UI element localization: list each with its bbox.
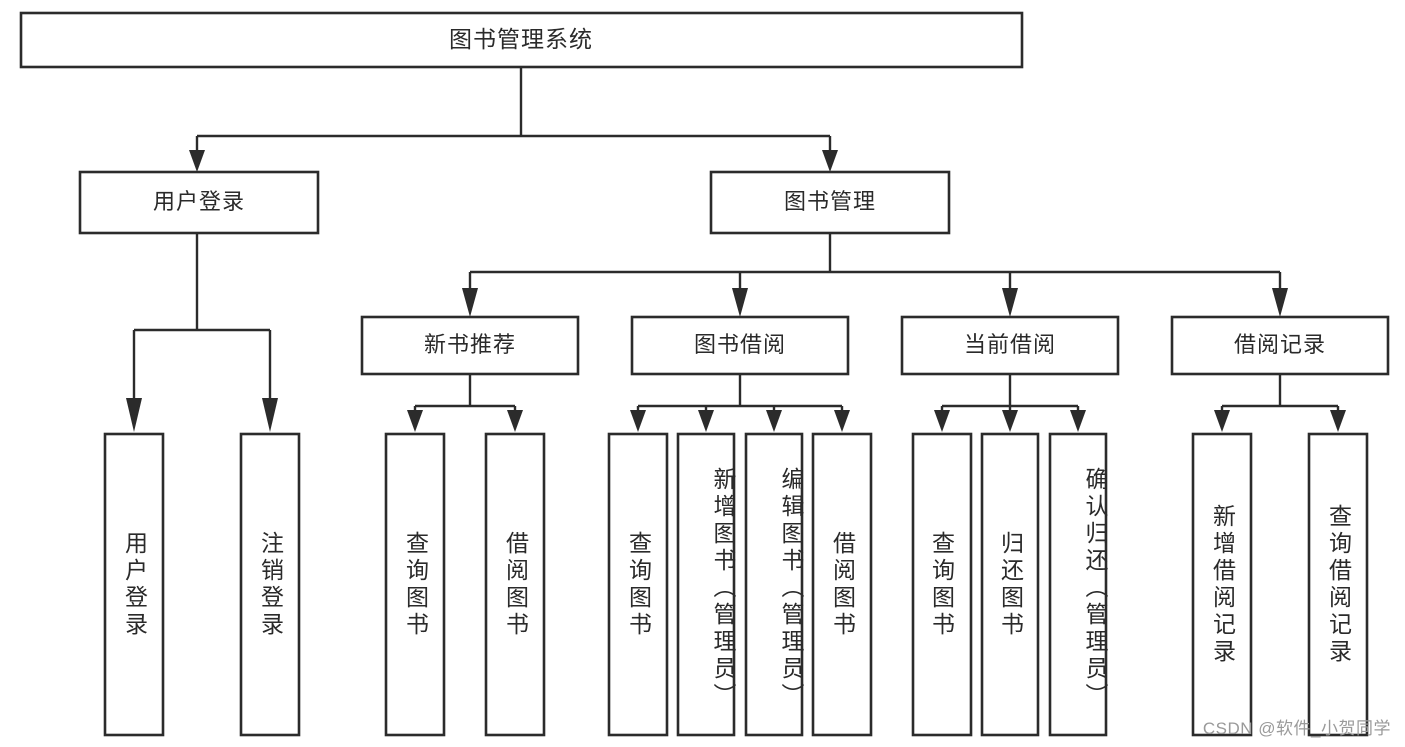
arrow-leaf-logout-login-icon — [262, 398, 278, 432]
node-leaf-confirm-return-box[interactable] — [1048, 432, 1108, 737]
node-book-management-box[interactable] — [709, 170, 951, 235]
node-current-borrow[interactable]: 当前借阅 — [900, 315, 1120, 376]
node-new-book-recommend-box[interactable] — [360, 315, 580, 376]
arrow-leaf-user-login-icon — [126, 398, 142, 432]
node-leaf-return-book-box[interactable] — [980, 432, 1040, 737]
node-user-login-label: 用户登录 — [153, 189, 245, 214]
arrow-to-new-book-recommend-icon — [462, 288, 478, 317]
node-book-borrow-label: 图书借阅 — [694, 332, 786, 357]
arrow-leaf-query-record-icon — [1330, 410, 1346, 432]
arrow-leaf-query-book-1-icon — [407, 410, 423, 432]
node-leaf-add-record-box[interactable] — [1191, 432, 1253, 737]
node-leaf-user-login-box[interactable] — [103, 432, 165, 737]
arrow-leaf-query-book-2-icon — [630, 410, 646, 432]
arrow-to-borrow-records-icon — [1272, 288, 1288, 317]
edge-layer — [126, 67, 1346, 432]
node-leaf-query-book-1-box[interactable] — [384, 432, 446, 737]
watermark-label: CSDN @软件_小贺同学 — [1202, 719, 1391, 738]
arrow-leaf-add-book-icon — [698, 410, 714, 432]
node-leaf-edit-book-box[interactable] — [744, 432, 804, 737]
node-book-management-label: 图书管理 — [784, 189, 876, 214]
node-layer: 图书管理系统 用户登录 图书管理 新书推荐 图书借阅 — [19, 11, 1390, 737]
node-leaf-edit-book[interactable] — [744, 432, 804, 737]
node-leaf-add-book-box[interactable] — [676, 432, 736, 737]
node-leaf-borrow-book-2[interactable] — [811, 432, 873, 737]
node-current-borrow-label: 当前借阅 — [964, 332, 1056, 357]
node-leaf-return-book[interactable] — [980, 432, 1040, 737]
arrow-to-book-management-icon — [822, 150, 838, 172]
arrow-to-book-borrow-icon — [732, 288, 748, 317]
arrow-leaf-query-book-3-icon — [934, 410, 950, 432]
node-borrow-records-label: 借阅记录 — [1234, 332, 1326, 357]
arrow-leaf-borrow-book-2-icon — [834, 410, 850, 432]
arrow-leaf-return-book-icon — [1002, 410, 1018, 432]
node-leaf-query-book-1[interactable] — [384, 432, 446, 737]
node-book-borrow[interactable]: 图书借阅 — [630, 315, 850, 376]
node-leaf-confirm-return[interactable] — [1048, 432, 1108, 737]
arrow-leaf-borrow-book-1-icon — [507, 410, 523, 432]
node-leaf-query-record-box[interactable] — [1307, 432, 1369, 737]
node-leaf-user-login[interactable] — [103, 432, 165, 737]
node-leaf-borrow-book-1[interactable] — [484, 432, 546, 737]
node-leaf-borrow-book-1-box[interactable] — [484, 432, 546, 737]
node-leaf-logout-login[interactable] — [239, 432, 301, 737]
node-leaf-borrow-book-2-box[interactable] — [811, 432, 873, 737]
node-current-borrow-box[interactable] — [900, 315, 1120, 376]
node-leaf-logout-login-box[interactable] — [239, 432, 301, 737]
node-root[interactable]: 图书管理系统 — [19, 11, 1024, 69]
arrow-leaf-add-record-icon — [1214, 410, 1230, 432]
node-leaf-add-book[interactable] — [676, 432, 736, 737]
node-new-book-recommend[interactable]: 新书推荐 — [360, 315, 580, 376]
node-user-login-box[interactable] — [78, 170, 320, 235]
arrow-leaf-edit-book-icon — [766, 410, 782, 432]
node-new-book-recommend-label: 新书推荐 — [424, 332, 516, 357]
node-leaf-query-book-2-box[interactable] — [607, 432, 669, 737]
node-borrow-records[interactable]: 借阅记录 — [1170, 315, 1390, 376]
node-leaf-add-record[interactable] — [1191, 432, 1253, 737]
node-book-borrow-box[interactable] — [630, 315, 850, 376]
node-root-label: 图书管理系统 — [449, 26, 593, 52]
node-leaf-query-book-3[interactable] — [911, 432, 973, 737]
arrow-to-user-login-icon — [189, 150, 205, 172]
arrow-to-current-borrow-icon — [1002, 288, 1018, 317]
node-book-management[interactable]: 图书管理 — [709, 170, 951, 235]
arrow-leaf-confirm-return-icon — [1070, 410, 1086, 432]
node-borrow-records-box[interactable] — [1170, 315, 1390, 376]
node-leaf-query-book-2[interactable] — [607, 432, 669, 737]
node-leaf-query-record[interactable] — [1307, 432, 1369, 737]
node-user-login[interactable]: 用户登录 — [78, 170, 320, 235]
node-leaf-query-book-3-box[interactable] — [911, 432, 973, 737]
node-root-box[interactable] — [19, 11, 1024, 69]
